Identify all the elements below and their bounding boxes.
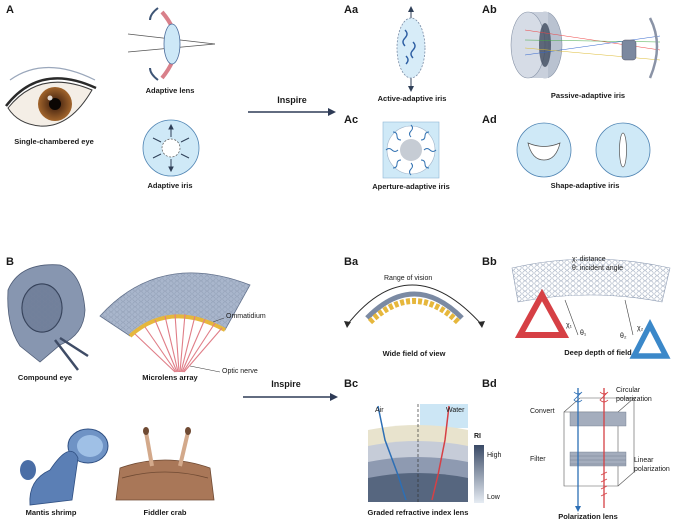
aperture-adaptive-iris-diagram	[382, 121, 440, 179]
active-adaptive-iris-diagram	[396, 6, 426, 92]
graded-index-lens-label: Graded refractive index lens	[367, 508, 469, 517]
panel-label-bc: Bc	[344, 378, 359, 390]
ri-low-label: Low	[487, 494, 500, 501]
panel-label-ab: Ab	[482, 4, 497, 16]
compound-eye-label: Compound eye	[17, 373, 73, 382]
panel-label-aa: Aa	[344, 4, 359, 16]
mantis-shrimp-illustration	[20, 428, 109, 506]
theta1-label: θ₁	[580, 330, 587, 337]
theta2-label: θ₂	[620, 333, 627, 340]
microlens-array-label: Microlens array	[142, 373, 198, 382]
single-chambered-eye-label: Single-chambered eye	[14, 137, 94, 146]
compound-eye-illustration	[7, 264, 89, 371]
inspire-label-b: Inspire	[271, 379, 301, 389]
panel-label-ba: Ba	[344, 256, 359, 268]
panel-label-ac: Ac	[344, 114, 359, 126]
adaptive-lens-label: Adaptive lens	[145, 86, 195, 95]
active-adaptive-iris-label: Active-adaptive iris	[377, 94, 447, 103]
panel-label-ad: Ad	[482, 114, 497, 126]
circular-polarization-label: Circular polarization	[616, 387, 652, 403]
panel-label-a: A	[6, 4, 14, 16]
inspire-arrow-a	[248, 108, 336, 116]
chi-definition: χ: distance	[572, 256, 606, 263]
shape-adaptive-iris-diagram	[516, 122, 651, 178]
filter-label: Filter	[530, 456, 546, 463]
range-of-vision-label: Range of vision	[384, 275, 433, 282]
panel-label-bd: Bd	[482, 378, 497, 390]
theta-definition: θ: incident angle	[572, 265, 623, 272]
fiddler-crab-label: Fiddler crab	[143, 508, 187, 517]
wide-field-of-view-label: Wide field of view	[382, 349, 446, 358]
ri-label: RI	[474, 433, 481, 440]
polarization-lens-diagram	[563, 388, 635, 512]
deep-depth-of-field-diagram	[511, 258, 671, 359]
ri-high-label: High	[487, 452, 502, 459]
adaptive-iris-label: Adaptive iris	[147, 181, 193, 190]
deep-depth-of-field-label: Deep depth of field	[564, 348, 632, 357]
aperture-adaptive-iris-label: Aperture-adaptive iris	[372, 182, 450, 191]
panel-label-bb: Bb	[482, 256, 497, 268]
passive-adaptive-iris-label: Passive-adaptive iris	[550, 91, 626, 100]
inspire-label-a: Inspire	[277, 95, 307, 105]
adaptive-iris-diagram	[142, 119, 200, 177]
air-label: Air	[375, 407, 384, 414]
single-chambered-eye-illustration	[5, 66, 97, 127]
shape-adaptive-iris-label: Shape-adaptive iris	[550, 181, 620, 190]
optic-nerve-label: Optic nerve	[222, 368, 258, 375]
chi2-label: χ₂	[637, 325, 644, 332]
polarization-lens-label: Polarization lens	[558, 512, 618, 521]
adaptive-lens-diagram	[127, 7, 216, 81]
mantis-shrimp-label: Mantis shrimp	[25, 508, 77, 517]
passive-adaptive-iris-diagram	[510, 11, 661, 79]
panel-label-b: B	[6, 256, 14, 268]
graded-index-lens-diagram	[368, 404, 484, 503]
convert-label: Convert	[530, 408, 555, 415]
linear-polarization-label: Linear polarization	[634, 457, 670, 473]
microlens-array-illustration	[99, 272, 251, 373]
inspire-arrow-b	[243, 393, 338, 401]
water-label: Water	[446, 407, 465, 414]
fiddler-crab-illustration	[115, 427, 215, 501]
ommatidium-label: Ommatidium	[226, 313, 266, 320]
wide-field-of-view-diagram	[344, 284, 485, 328]
chi1-label: χ₁	[566, 322, 573, 329]
